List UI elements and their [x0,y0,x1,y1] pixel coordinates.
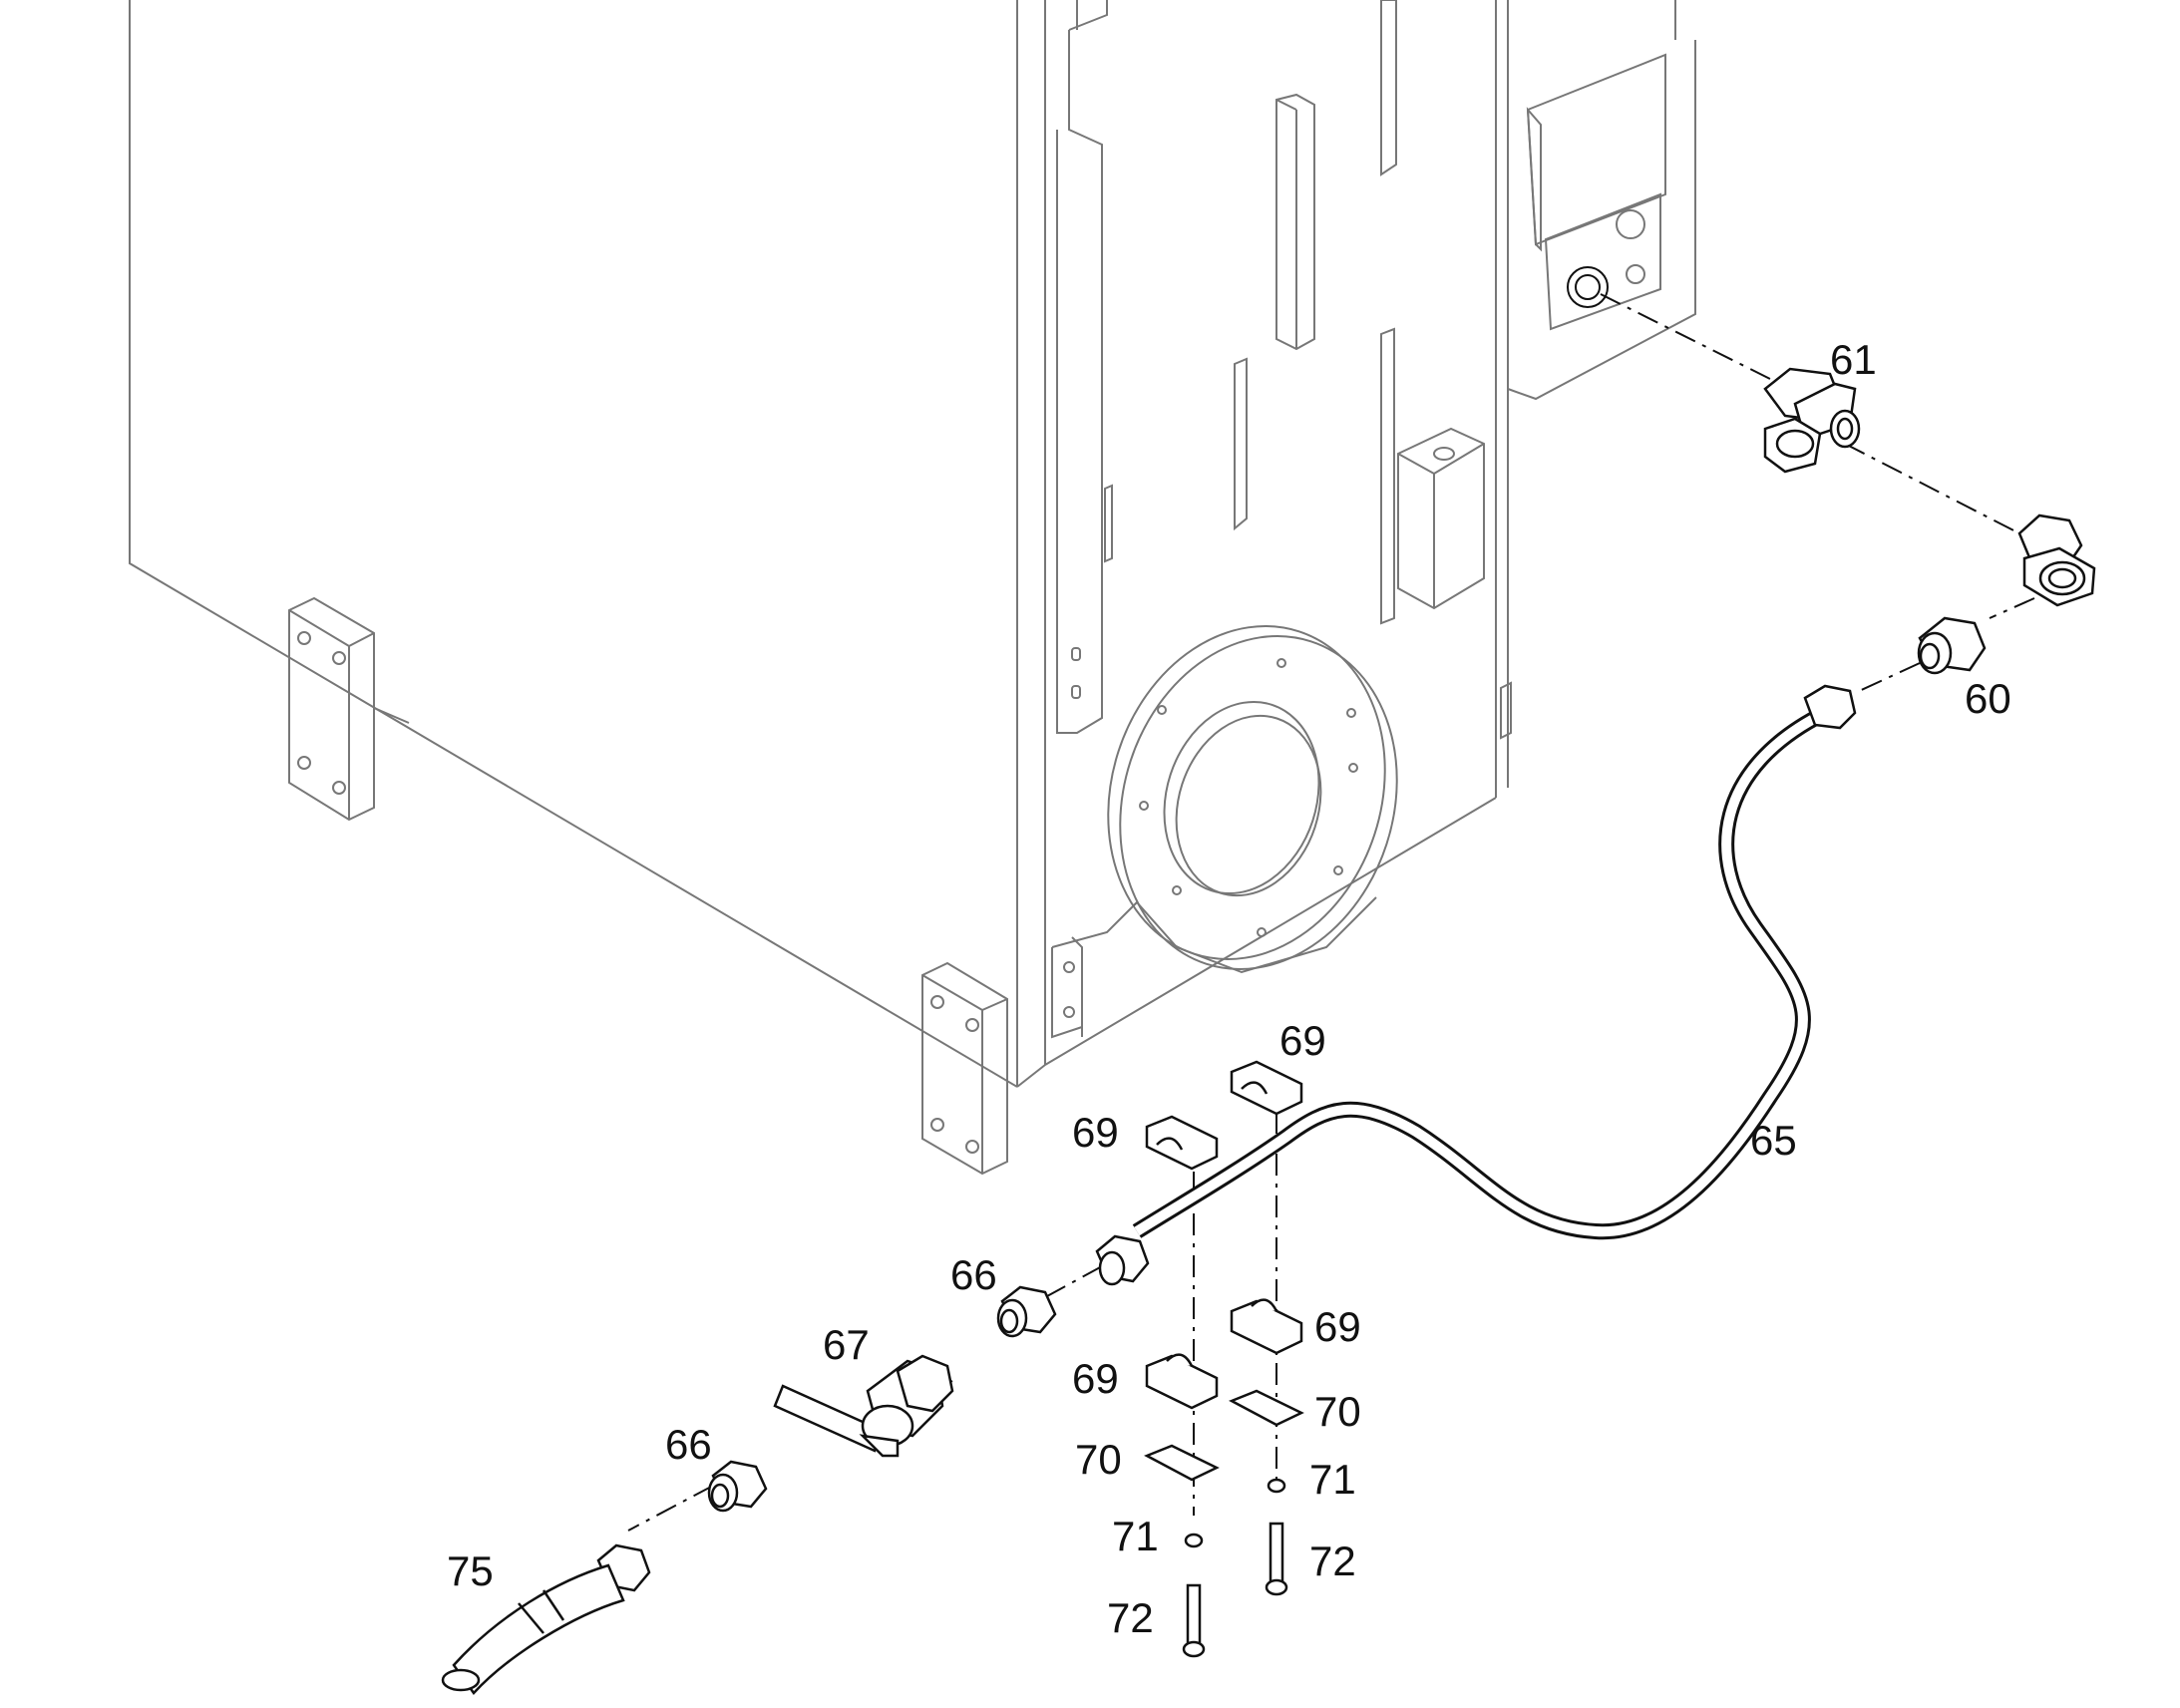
plate-70-right [1229,1389,1304,1427]
plate-70-left [1144,1444,1220,1482]
label-69c: 69 [1314,1303,1361,1350]
nipple-66b [707,1460,768,1513]
clamp-69-top-left [1145,1115,1219,1171]
tee-fitting-61 [1763,367,1861,474]
bolt-72-left [1182,1583,1206,1658]
label-72a: 72 [1309,1537,1356,1584]
label-71a: 71 [1309,1456,1356,1503]
clamp-69-mid-left [1145,1353,1219,1410]
hose-75 [441,1543,651,1695]
callout-labels: 60 61 65 66 66 67 69 69 69 69 70 70 71 7… [447,336,2011,1641]
label-61: 61 [1830,336,1877,383]
label-70b: 70 [1075,1436,1122,1483]
label-66b: 66 [665,1421,712,1468]
washer-71-right [1267,1478,1286,1494]
label-69d: 69 [1072,1355,1119,1402]
label-65: 65 [1750,1117,1797,1164]
label-70a: 70 [1314,1388,1361,1435]
label-75: 75 [447,1547,494,1594]
clamp-69-mid-right [1230,1298,1303,1355]
label-71b: 71 [1112,1513,1159,1559]
label-72b: 72 [1107,1594,1154,1641]
label-60: 60 [1965,675,2011,722]
boiler-housing [129,0,1696,1176]
valve-67 [773,1354,954,1458]
nipple-60 [1917,616,1987,675]
label-69a: 69 [1279,1017,1326,1064]
nipple-66a [996,1285,1057,1338]
parts [441,367,2096,1695]
washer-71-left [1184,1533,1204,1548]
clamp-69-top-right [1230,1060,1303,1116]
label-66a: 66 [950,1251,997,1298]
elbow-fitting [2017,513,2096,607]
label-67: 67 [823,1321,870,1368]
label-69b: 69 [1072,1109,1119,1156]
bolt-72-right [1265,1522,1288,1596]
